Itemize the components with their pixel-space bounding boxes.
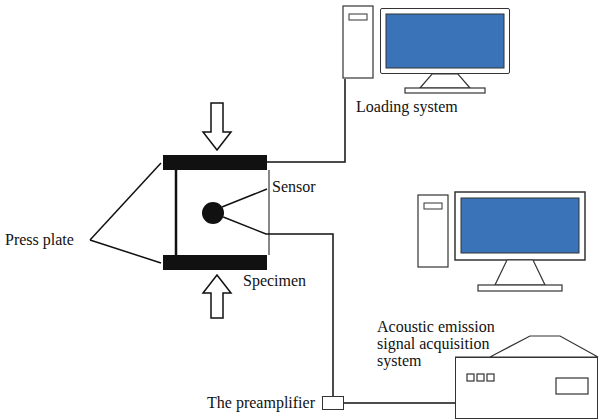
device-display bbox=[556, 378, 588, 394]
node-label: Acoustic emission signal acquisition sys… bbox=[377, 318, 502, 369]
computer-tower bbox=[343, 6, 373, 78]
leader-line bbox=[90, 163, 161, 240]
press-plate bbox=[163, 255, 267, 270]
signal-cable bbox=[223, 217, 333, 396]
loading-cable bbox=[267, 79, 345, 162]
device-button bbox=[477, 374, 484, 381]
node-label: Sensor bbox=[272, 178, 316, 195]
monitor-screen bbox=[461, 198, 579, 253]
signal-cable bbox=[344, 402, 455, 404]
monitor-base bbox=[405, 88, 485, 93]
monitor-stand bbox=[420, 74, 470, 88]
device-button bbox=[467, 374, 474, 381]
leader-line bbox=[222, 189, 267, 207]
monitor-frame bbox=[455, 192, 585, 260]
computer-tower bbox=[418, 195, 448, 267]
preamplifier-box: The preamplifier bbox=[322, 396, 344, 410]
part-label: Press plate bbox=[5, 231, 74, 248]
sensor-dot: Sensor bbox=[202, 202, 224, 224]
load-arrow bbox=[203, 275, 231, 318]
press-plate bbox=[163, 155, 267, 170]
computer-monitor: Loading system bbox=[380, 8, 510, 74]
monitor-base bbox=[478, 285, 562, 291]
drive-slot bbox=[424, 203, 442, 209]
drive-slot bbox=[349, 14, 367, 20]
specimen-edge bbox=[175, 170, 178, 255]
part-label: Specimen bbox=[243, 272, 306, 289]
node-label: The preamplifier bbox=[207, 394, 315, 411]
monitor-screen bbox=[386, 14, 504, 68]
specimen-edge bbox=[269, 170, 270, 255]
leader-line bbox=[90, 240, 161, 263]
device-button bbox=[487, 374, 494, 381]
monitor-stand bbox=[495, 260, 545, 285]
acquisition-device: Acoustic emission signal acquisition sys… bbox=[455, 357, 598, 419]
load-arrow bbox=[203, 103, 231, 150]
node-label: Loading system bbox=[356, 98, 458, 115]
